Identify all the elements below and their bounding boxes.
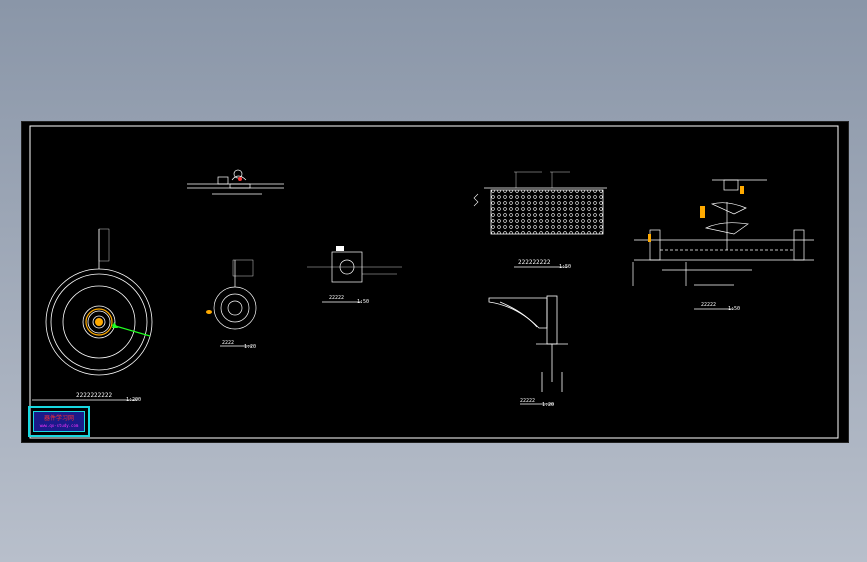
bracket-scale: 1:20 (542, 402, 554, 408)
detail-a-scale: 1:20 (244, 344, 256, 350)
elevation-strip (187, 169, 284, 195)
fountain-title: 22222 (701, 302, 716, 308)
bracket-detail (488, 295, 568, 405)
detail-b-scale: 1:50 (357, 299, 369, 305)
section-scale: 1:50 (559, 264, 571, 270)
bracket-title: 22222 (520, 398, 535, 404)
plan-title: 2222222222 (76, 392, 113, 399)
sheet-border (29, 125, 839, 439)
stamp-text-2: www.qx-study.com (39, 422, 79, 428)
plan-scale: 1:200 (126, 397, 141, 403)
section-title: 222222222 (518, 259, 551, 266)
detail-a-title: 2222 (222, 340, 234, 346)
detail-b (307, 251, 402, 303)
watermark-stamp: 器件学习网 www.qx-study.com (28, 406, 90, 437)
detail-a (213, 259, 257, 347)
fountain-section (632, 179, 814, 286)
hatched-section (473, 171, 607, 268)
cad-drawing: 2222222222 1:200 2222 1:20 22222 1:50 (29, 125, 839, 439)
drawing-sheet[interactable]: 2222222222 1:200 2222 1:20 22222 1:50 (21, 121, 849, 443)
detail-b-title: 22222 (329, 295, 344, 301)
fountain-scale: 1:50 (728, 306, 740, 312)
circular-plan (32, 228, 153, 401)
stamp-text-1: 器件学习网 (43, 414, 74, 422)
